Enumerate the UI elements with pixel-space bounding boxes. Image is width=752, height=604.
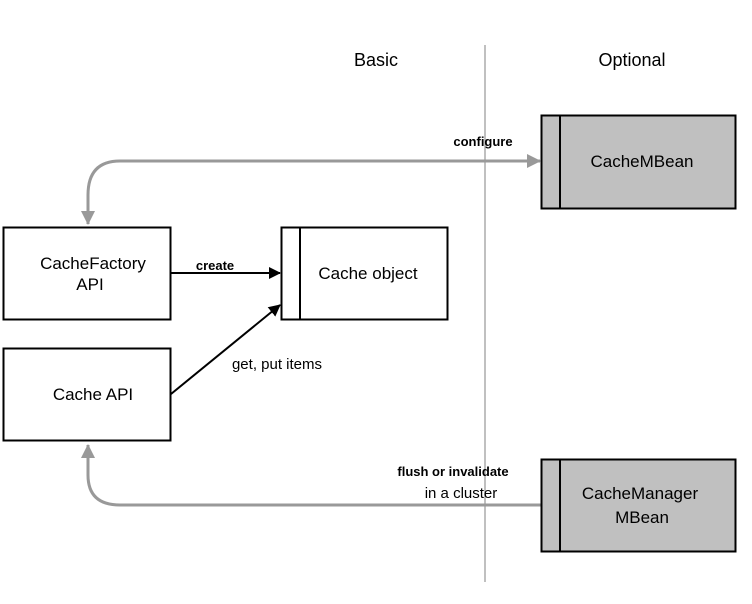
cache-manager-mbean-label-line2: MBean	[615, 508, 669, 527]
cache-api-label: Cache API	[53, 385, 133, 404]
flush-label-line1: flush or invalidate	[397, 464, 508, 479]
configure-label: configure	[453, 134, 512, 149]
column-heading-basic: Basic	[354, 50, 398, 70]
cache-object-node: Cache object	[280, 226, 449, 321]
cache-factory-label-line2: API	[76, 275, 103, 294]
cache-factory-node: CacheFactory API	[2, 226, 172, 321]
column-heading-optional: Optional	[598, 50, 665, 70]
get-put-arrow	[170, 304, 281, 395]
create-label: create	[196, 258, 234, 273]
cache-api-node: Cache API	[2, 347, 172, 442]
cache-factory-label-line1: CacheFactory	[40, 254, 146, 273]
cache-manager-mbean-label-line1: CacheManager	[582, 484, 699, 503]
configure-arrow	[81, 159, 540, 225]
cache-mbean-node: CacheMBean	[540, 114, 737, 210]
flush-label-line2: in a cluster	[425, 485, 498, 502]
cache-object-label: Cache object	[318, 264, 418, 283]
cache-manager-mbean-node: CacheManager MBean	[540, 458, 737, 553]
get-put-label: get, put items	[232, 356, 322, 373]
flush-arrow	[81, 444, 541, 507]
cache-mbean-label: CacheMBean	[590, 152, 693, 171]
